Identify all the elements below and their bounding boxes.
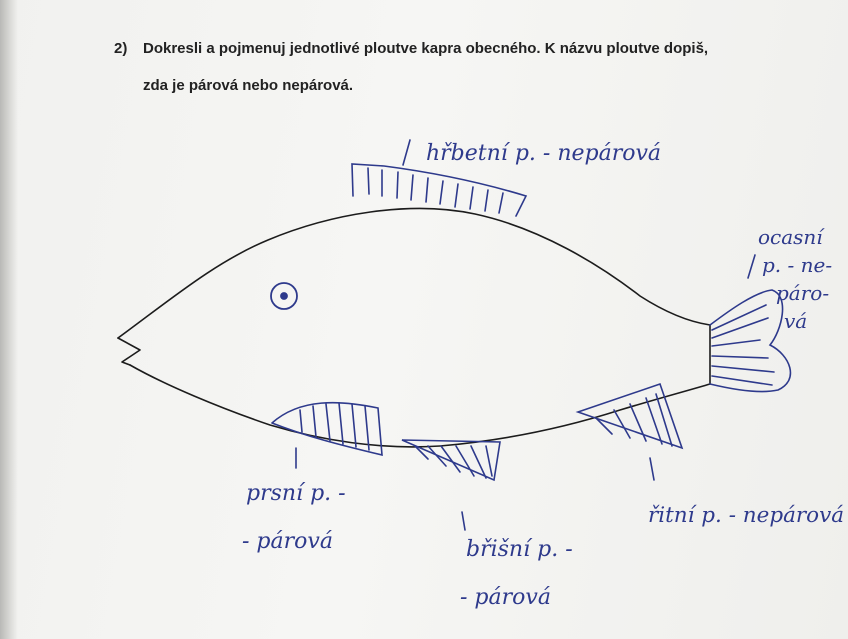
dorsal-fin bbox=[352, 164, 526, 216]
label-dorsal-fin: hřbetní p. - nepárová bbox=[426, 141, 661, 166]
label-pectoral-fin-1: prsní p. - bbox=[246, 481, 346, 506]
caudal-fin bbox=[710, 290, 790, 392]
label-caudal-fin-4: vá bbox=[784, 309, 807, 333]
pectoral-fin bbox=[272, 403, 382, 455]
fish-body bbox=[118, 208, 710, 446]
label-caudal-fin-2: p. - ne- bbox=[762, 253, 832, 277]
label-pelvic-fin-1: břišní p. - bbox=[466, 537, 573, 562]
fish-eye bbox=[271, 283, 297, 309]
label-pectoral-fin-2: - párová bbox=[242, 529, 333, 554]
label-anal-fin: řitní p. - nepárová bbox=[648, 503, 844, 527]
anal-fin bbox=[578, 384, 682, 448]
label-caudal-fin-1: ocasní bbox=[758, 225, 825, 249]
label-caudal-fin-3: páro- bbox=[776, 281, 829, 305]
label-pelvic-fin-2: - párová bbox=[460, 585, 551, 610]
pelvic-fin bbox=[402, 440, 500, 480]
